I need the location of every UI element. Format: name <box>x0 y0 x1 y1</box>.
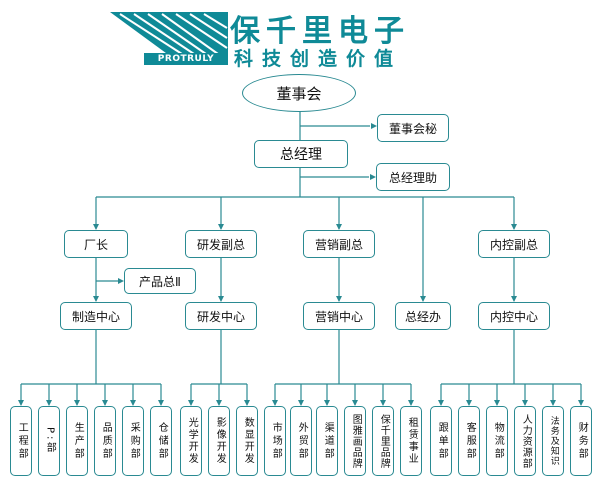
dept-finance: 财务部 <box>570 406 592 476</box>
dept-customer-service: 客服部 <box>458 406 480 476</box>
dept-imaging-dev: 影像开发 <box>208 406 230 476</box>
brand-name-en: PROTRULY <box>144 53 228 65</box>
node-internal-control-vp: 内控副总 <box>478 230 550 258</box>
logo-mark-icon <box>110 12 228 56</box>
dept-production: 生产部 <box>66 406 88 476</box>
dept-channel: 渠道部 <box>316 406 338 476</box>
company-logo: 保千里电子 科技创造价值 PROTRULY <box>110 4 470 70</box>
node-marketing-vp: 营销副总 <box>303 230 375 258</box>
dept-order-tracking: 跟单部 <box>430 406 452 476</box>
dept-protruly-brand: 保千里品牌 <box>372 406 394 476</box>
node-gm-assistant: 总经理助 <box>376 163 450 191</box>
dept-legal-ip: 法务及知识 <box>542 406 564 476</box>
dept-warehouse: 仓储部 <box>150 406 172 476</box>
node-rd-vp: 研发副总 <box>185 230 257 258</box>
brand-slogan: 科技创造价值 <box>234 48 403 70</box>
dept-human-resources: 人力资源部 <box>514 406 536 476</box>
brand-name-cn: 保千里电子 <box>230 14 410 49</box>
node-product-director: 产品总Ⅱ <box>124 268 196 294</box>
dept-purchasing: 采购部 <box>122 406 144 476</box>
arrowhead-icon <box>118 278 124 284</box>
arrowhead-icon <box>371 123 377 129</box>
node-internal-control-center: 内控中心 <box>478 302 550 330</box>
node-board: 董事会 <box>242 74 356 112</box>
dept-quality: 品质部 <box>94 406 116 476</box>
dept-display-dev: 数显开发 <box>236 406 258 476</box>
node-factory-manager: 厂长 <box>64 230 128 258</box>
node-marketing-center: 营销中心 <box>303 302 375 330</box>
arrowhead-icon <box>370 174 376 180</box>
node-manufacturing-center: 制造中心 <box>60 302 132 330</box>
node-gm-office: 总经办 <box>395 302 451 330</box>
node-board-secretary: 董事会秘 <box>377 114 449 142</box>
dept-optics-dev: 光学开发 <box>180 406 202 476</box>
dept-p: P:部 <box>38 406 60 476</box>
dept-logistics: 物流部 <box>486 406 508 476</box>
node-rd-center: 研发中心 <box>185 302 257 330</box>
dept-market: 市场部 <box>264 406 286 476</box>
dept-tuyahua-brand: 图雅画品牌 <box>344 406 366 476</box>
dept-foreign-trade: 外贸部 <box>290 406 312 476</box>
node-general-manager: 总经理 <box>254 140 348 168</box>
dept-leasing: 租赁事业 <box>400 406 422 476</box>
dept-engineering: 工程部 <box>10 406 32 476</box>
